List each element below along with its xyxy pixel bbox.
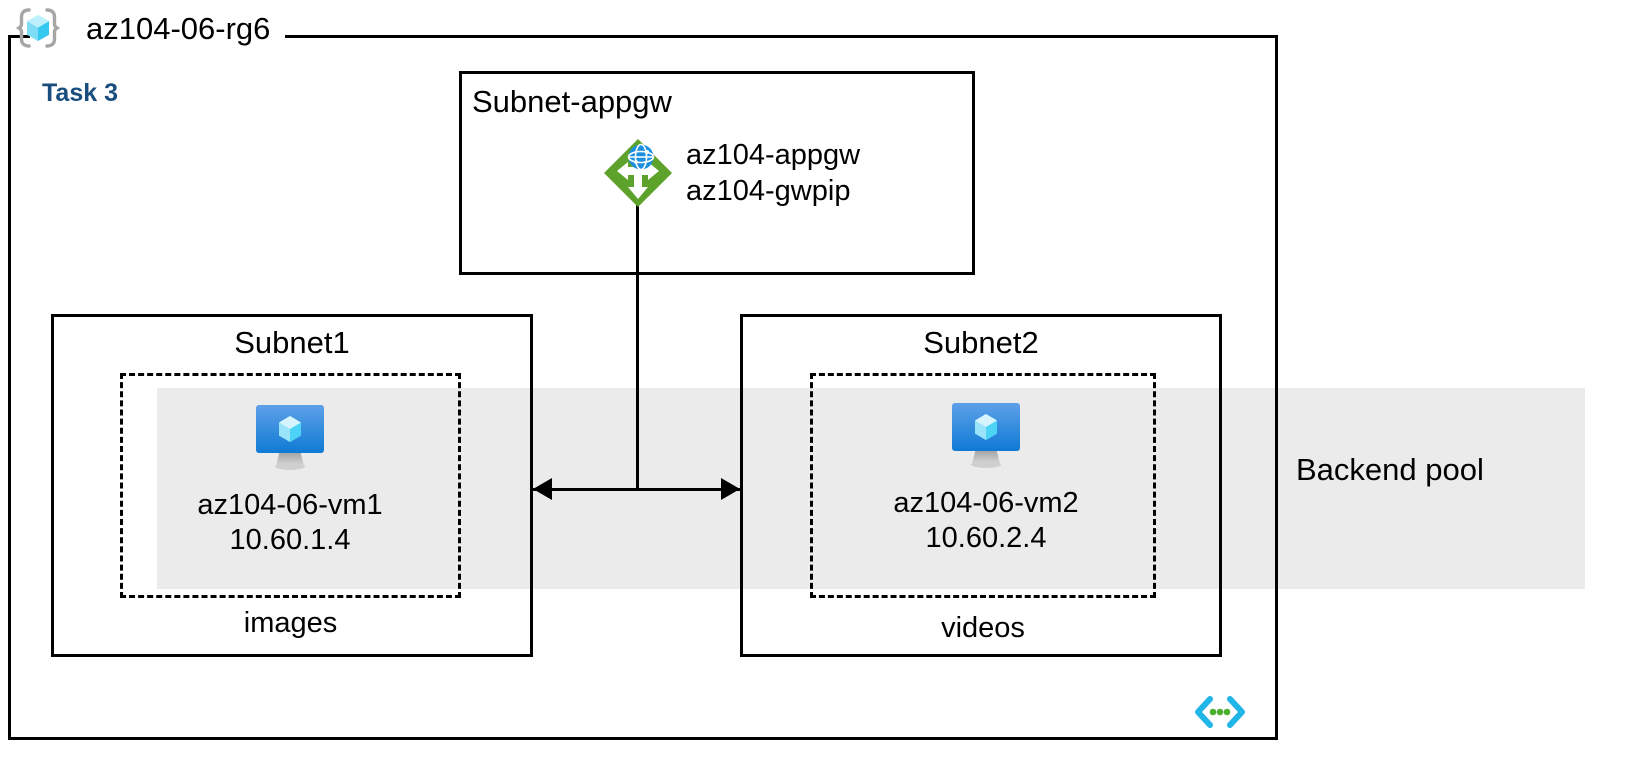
resource-group-border-top-left [8, 35, 30, 38]
backend-pool-label: Backend pool [1296, 452, 1484, 487]
application-gateway-node: az104-appgw az104-gwpip [602, 137, 860, 210]
subnet1-title: Subnet1 [234, 325, 350, 360]
subnet2-caption: videos [941, 612, 1025, 644]
connector-arrow-left [533, 478, 552, 500]
connector-arrow-right [721, 478, 740, 500]
subnet2-vm-ip: 10.60.2.4 [925, 522, 1047, 555]
subnet2-vm-node: az104-06-vm2 10.60.2.4 [856, 398, 1116, 557]
subnet1-dashed-group [120, 373, 461, 598]
resource-group-cube-icon [16, 6, 60, 50]
subnet2-title: Subnet2 [923, 325, 1039, 360]
appgw-connector-line [636, 205, 639, 490]
subnet1-box [51, 314, 533, 657]
resource-group-title: az104-06-rg6 [86, 10, 271, 46]
virtual-machine-icon [160, 400, 420, 476]
subnet2-dashed-group [810, 373, 1156, 598]
resource-group-container [8, 35, 1278, 740]
application-gateway-icon [602, 137, 674, 209]
resource-group-header: az104-06-rg6 [16, 6, 270, 50]
code-brackets-icon [1193, 692, 1247, 732]
appgw-resource-name: az104-appgw [686, 139, 861, 171]
subnet1-vm-ip: 10.60.1.4 [229, 524, 351, 557]
subnet1-vm-name: az104-06-vm1 [197, 489, 383, 521]
task-label: Task 3 [42, 79, 118, 107]
subnet1-caption: images [243, 607, 338, 639]
subnet-connector-line [533, 488, 740, 491]
subnet-appgw-title: Subnet-appgw [472, 84, 672, 119]
backend-pool-band [157, 388, 1585, 589]
application-gateway-labels: az104-appgw az104-gwpip [686, 137, 860, 210]
subnet2-box [740, 314, 1222, 657]
gwpip-resource-name: az104-gwpip [686, 175, 851, 208]
subnet1-vm-node: az104-06-vm1 10.60.1.4 [160, 400, 420, 559]
subnet-appgw-box [459, 71, 975, 275]
subnet2-vm-name: az104-06-vm2 [893, 487, 1079, 519]
virtual-machine-icon [856, 398, 1116, 474]
resource-group-border-top-right [285, 35, 1278, 38]
